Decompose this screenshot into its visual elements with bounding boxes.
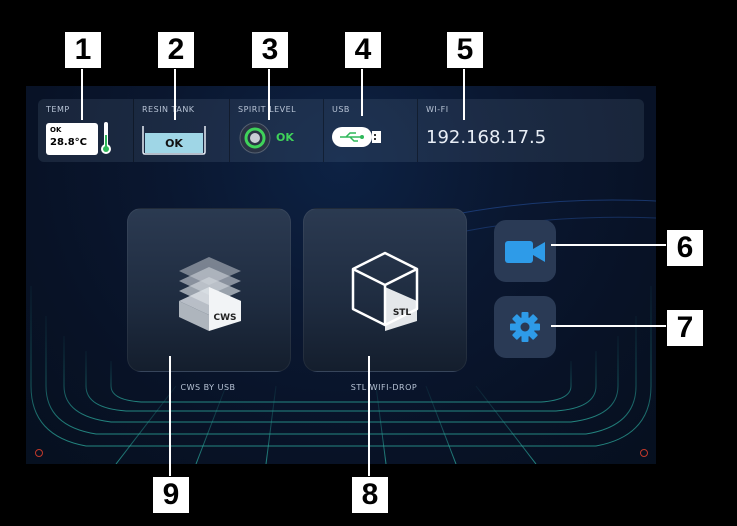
corner-indicator-right <box>640 449 648 457</box>
usb-label: USB <box>332 105 350 114</box>
callout-2: 2 <box>157 31 195 69</box>
status-bar: TEMP OK 28.8°C RESIN TANK OK <box>38 99 644 162</box>
cws-icon-text: CWS <box>213 313 236 323</box>
video-camera-icon <box>505 241 545 263</box>
temp-ok-text: OK <box>50 126 62 134</box>
resin-tank-icon: OK <box>142 125 206 155</box>
resin-tank-status: RESIN TANK OK <box>133 99 230 162</box>
wifi-ip-address: 192.168.17.5 <box>426 127 547 148</box>
spirit-level-ok: OK <box>276 131 294 144</box>
callout-line-4 <box>361 66 363 116</box>
settings-button[interactable] <box>494 296 556 358</box>
callout-line-9 <box>169 356 171 476</box>
callout-line-6 <box>551 244 669 246</box>
camera-button[interactable] <box>494 220 556 282</box>
callout-1: 1 <box>64 31 102 69</box>
wifi-label: WI-FI <box>426 105 449 114</box>
resin-tank-label: RESIN TANK <box>142 105 195 114</box>
wifi-status: WI-FI 192.168.17.5 <box>417 99 645 162</box>
callout-4: 4 <box>344 31 382 69</box>
spirit-level-label: SPIRIT LEVEL <box>238 105 297 114</box>
stl-cube-icon: STL <box>351 251 419 331</box>
background-grid <box>30 199 656 464</box>
printer-screen: TEMP OK 28.8°C RESIN TANK OK <box>26 86 656 464</box>
temp-value: 28.8°C <box>50 137 88 148</box>
callout-line-2 <box>174 66 176 120</box>
cws-stack-icon: CWS <box>179 257 241 331</box>
callout-5: 5 <box>446 31 484 69</box>
usb-status: USB <box>323 99 418 162</box>
temp-label: TEMP <box>46 105 70 114</box>
spirit-level-icon <box>239 122 271 154</box>
callout-line-7 <box>551 325 669 327</box>
callout-line-5 <box>463 66 465 120</box>
temp-status: TEMP OK 28.8°C <box>38 99 133 162</box>
resin-tank-ok: OK <box>165 137 183 150</box>
callout-line-1 <box>81 66 83 120</box>
cws-by-usb-label: CWS BY USB <box>180 383 236 392</box>
corner-indicator-left <box>35 449 43 457</box>
gear-icon <box>510 312 540 342</box>
stl-wifi-drop-button[interactable]: STL <box>303 208 467 372</box>
callout-8: 8 <box>351 476 389 514</box>
callout-3: 3 <box>251 31 289 69</box>
usb-drive-icon <box>332 127 381 147</box>
callout-line-3 <box>268 66 270 120</box>
callout-9: 9 <box>152 476 190 514</box>
thermometer-icon <box>101 122 111 154</box>
cws-by-usb-button[interactable]: CWS <box>127 208 291 372</box>
spirit-level-status: SPIRIT LEVEL OK <box>229 99 324 162</box>
callout-line-8 <box>368 356 370 476</box>
temp-readout: OK 28.8°C <box>46 123 98 155</box>
callout-6: 6 <box>666 229 704 267</box>
callout-7: 7 <box>666 309 704 347</box>
stl-wifi-drop-label: STL WIFI-DROP <box>350 383 418 392</box>
stl-icon-text: STL <box>393 308 412 318</box>
